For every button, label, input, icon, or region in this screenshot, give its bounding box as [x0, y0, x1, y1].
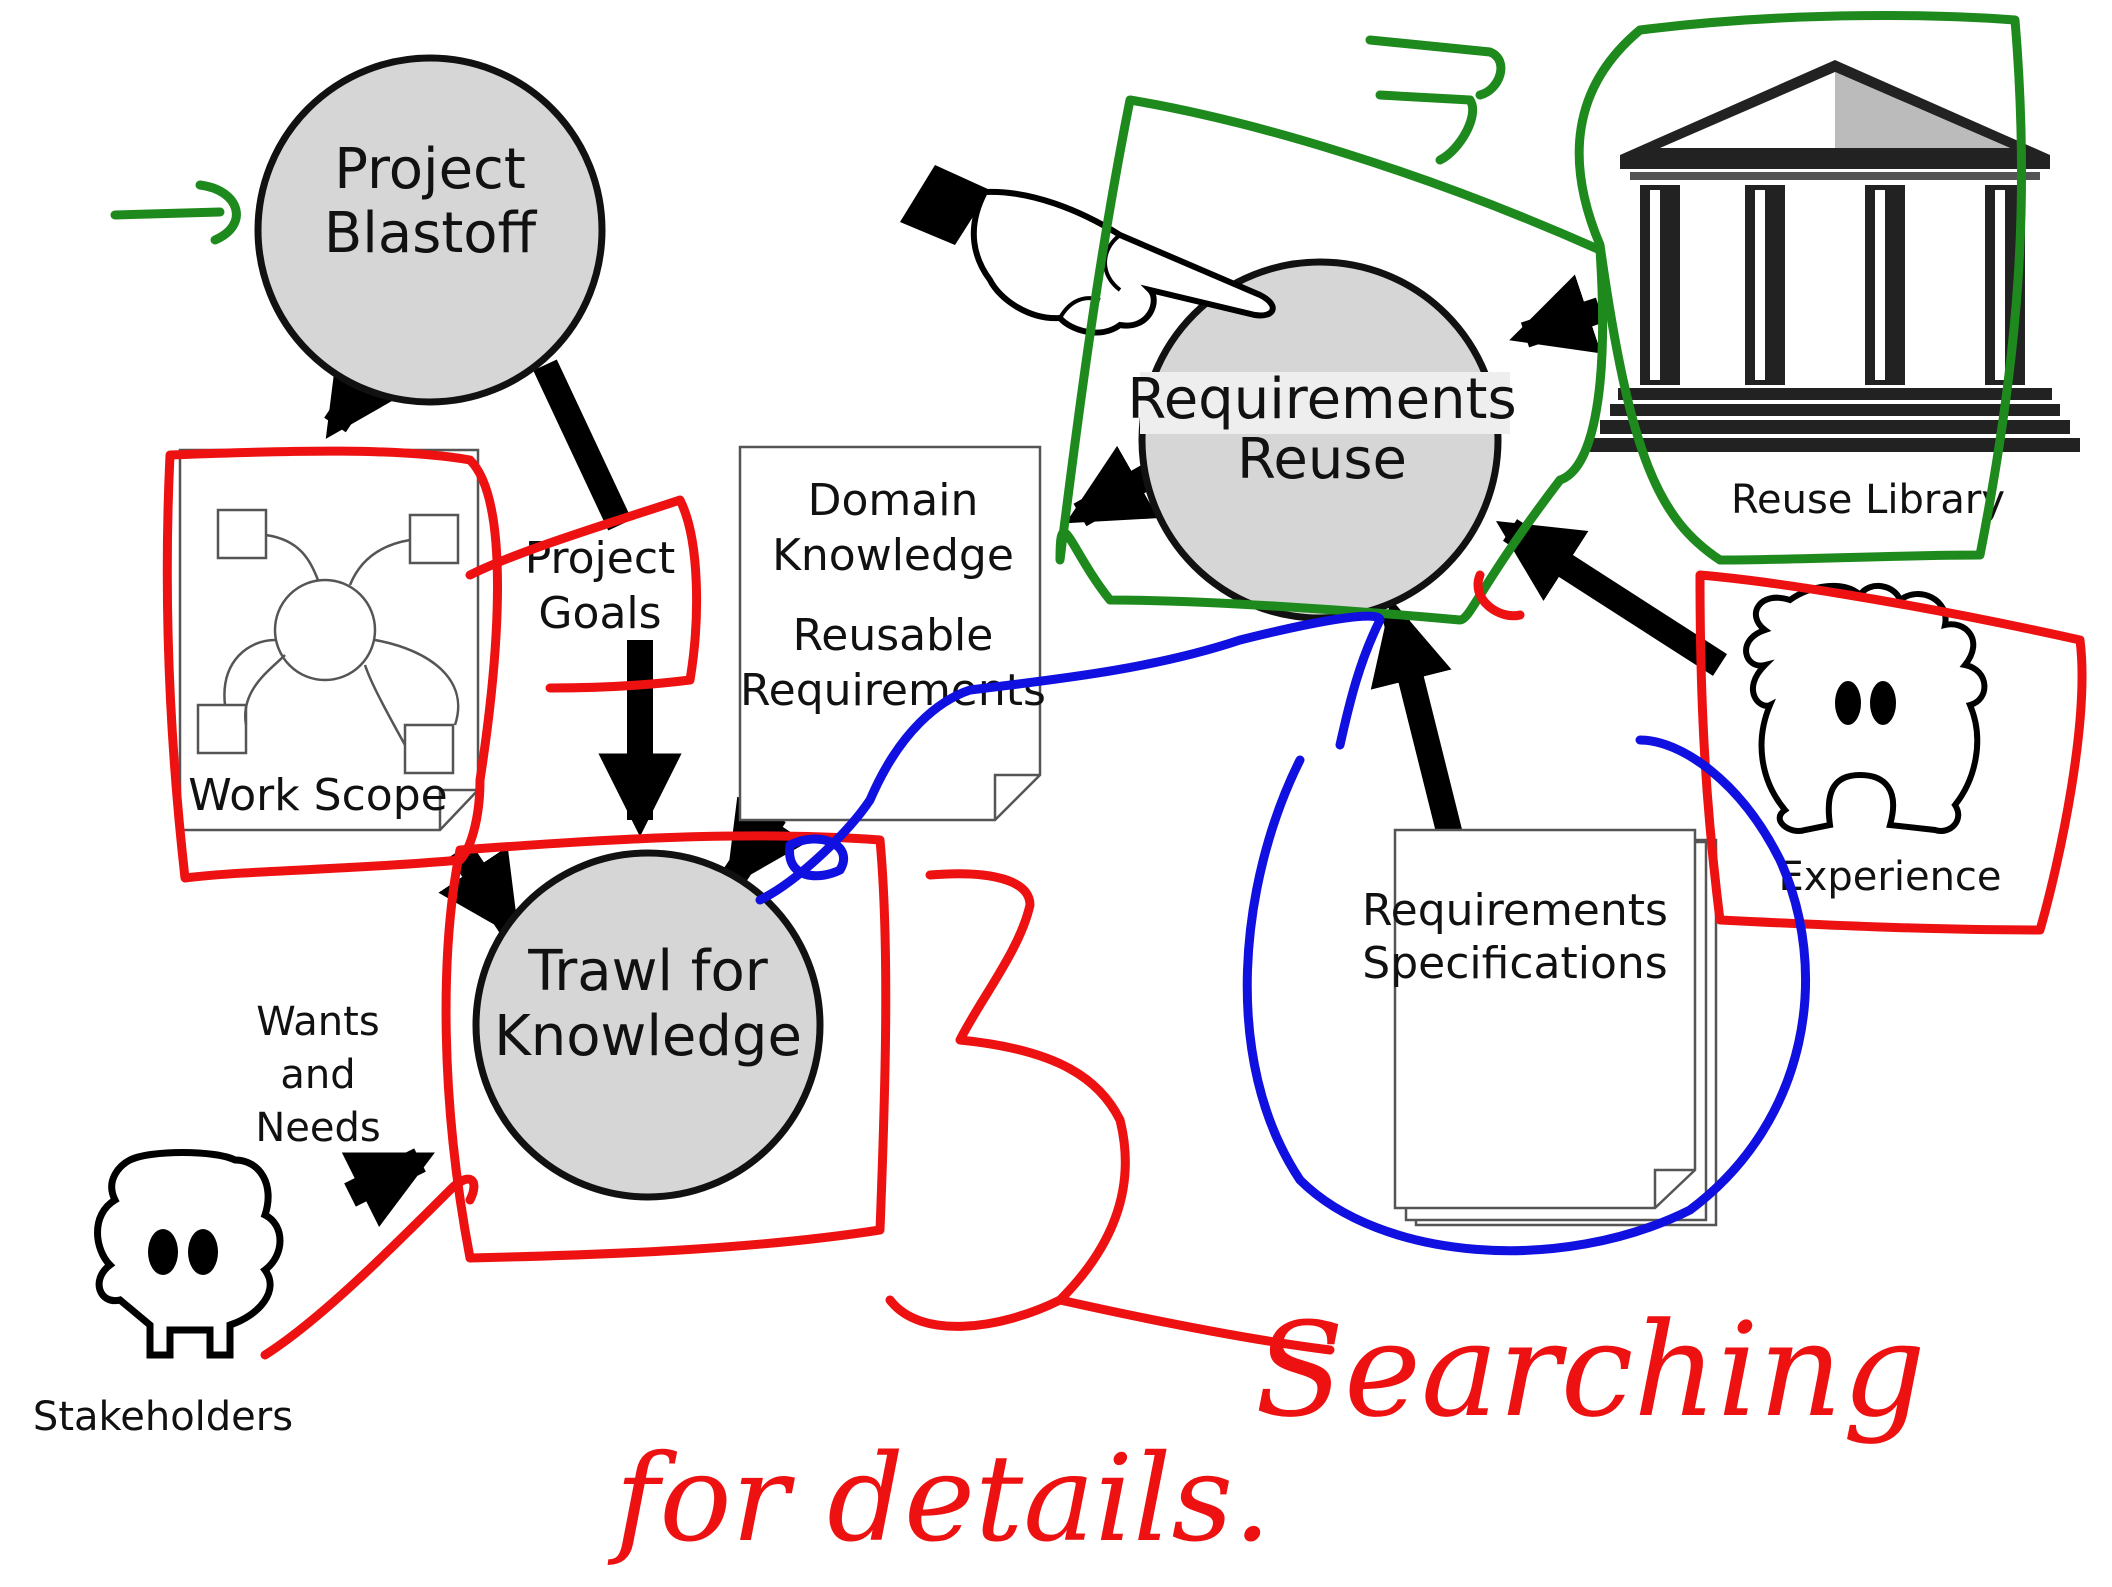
wants-and-needs-label: Wants and Needs	[255, 999, 380, 1151]
red-box-trawl	[441, 831, 891, 1263]
red-bracket-tail	[885, 1295, 1065, 1331]
wants-and-needs-line2: and	[280, 1052, 355, 1098]
handwriting-searching: Searching	[1255, 1294, 1926, 1446]
red-box-work-scope	[162, 446, 502, 883]
arrow-stakeholders-to-trawl	[341, 1148, 435, 1227]
red-box-experience	[1695, 570, 2087, 935]
doc-reusable-requirements-line1: Reusable	[793, 610, 994, 661]
experience-creature-icon: Experience	[1743, 582, 2002, 900]
green-arrowhead	[195, 180, 241, 245]
node-label-line1: Requirements	[1127, 367, 1516, 432]
handwriting-for-details: for details.	[607, 1430, 1271, 1569]
doc-work-scope-label: Work Scope	[188, 770, 447, 821]
arrow-library-to-reuse	[1509, 274, 1605, 354]
red-annotations: Searching for details.	[162, 446, 2087, 1569]
node-trawl-for-knowledge: Trawl for Knowledge	[472, 849, 824, 1201]
doc-requirements-specifications: Requirements Specifications	[1362, 828, 1718, 1227]
red-tick	[1473, 570, 1525, 621]
green-box-reuse-library	[1574, 11, 2027, 565]
blue-loop	[785, 834, 849, 881]
node-label-line2: Reuse	[1237, 427, 1407, 492]
node-label-line1: Project	[334, 137, 526, 202]
reuse-library-building-icon: Reuse Library	[1590, 60, 2080, 523]
red-box-project-goals	[465, 495, 702, 693]
wants-and-needs-line3: Needs	[255, 1105, 380, 1151]
arrow-domain-to-trawl	[724, 796, 807, 889]
blue-annotations	[755, 611, 1811, 1256]
arrow-reuse-to-domain	[1065, 445, 1159, 527]
doc-domain-knowledge-line2: Knowledge	[772, 530, 1014, 581]
green-entry-arrow	[110, 207, 225, 220]
node-requirements-reuse: Requirements Reuse	[1127, 258, 1517, 622]
blue-connector-line	[755, 611, 1385, 905]
stakeholder-icon: Stakeholders	[33, 1149, 293, 1440]
green-scribble	[1375, 90, 1478, 165]
green-scribble	[1365, 35, 1506, 100]
stakeholders-label: Stakeholders	[33, 1394, 293, 1440]
arrow-blastoff-to-goals	[533, 359, 632, 531]
experience-label: Experience	[1778, 854, 2001, 900]
node-label-line1: Trawl for	[527, 939, 768, 1004]
node-label-line2: Blastoff	[324, 201, 538, 266]
doc-specs-line2: Specifications	[1362, 938, 1667, 989]
green-annotations	[110, 11, 2027, 625]
arrow-workscope-to-trawl	[438, 842, 521, 939]
doc-specs-line1: Requirements	[1362, 885, 1668, 936]
green-box-requirements-reuse	[1055, 95, 1608, 625]
doc-project-goals-line2: Goals	[538, 588, 661, 639]
red-bracket-3	[925, 869, 1335, 1355]
context-diagram-icon	[196, 508, 460, 775]
reuse-library-label: Reuse Library	[1731, 477, 2005, 523]
flow-arrows	[324, 274, 1728, 1227]
red-line-stakeholders	[260, 1174, 479, 1360]
doc-domain-knowledge: Domain Knowledge Reusable Requirements	[738, 445, 1046, 822]
pointing-hand-icon	[900, 165, 1276, 336]
doc-work-scope: Work Scope	[178, 448, 480, 832]
doc-project-goals: Project Goals	[525, 533, 676, 639]
node-label-line2: Knowledge	[494, 1004, 802, 1069]
blue-circle-specs	[1242, 735, 1811, 1256]
arrow-specs-to-reuse	[1370, 598, 1468, 859]
node-project-blastoff: Project Blastoff	[254, 54, 606, 406]
doc-domain-knowledge-line1: Domain	[808, 475, 979, 526]
arrow-experience-to-reuse	[1496, 519, 1728, 676]
wants-and-needs-line1: Wants	[256, 999, 379, 1045]
